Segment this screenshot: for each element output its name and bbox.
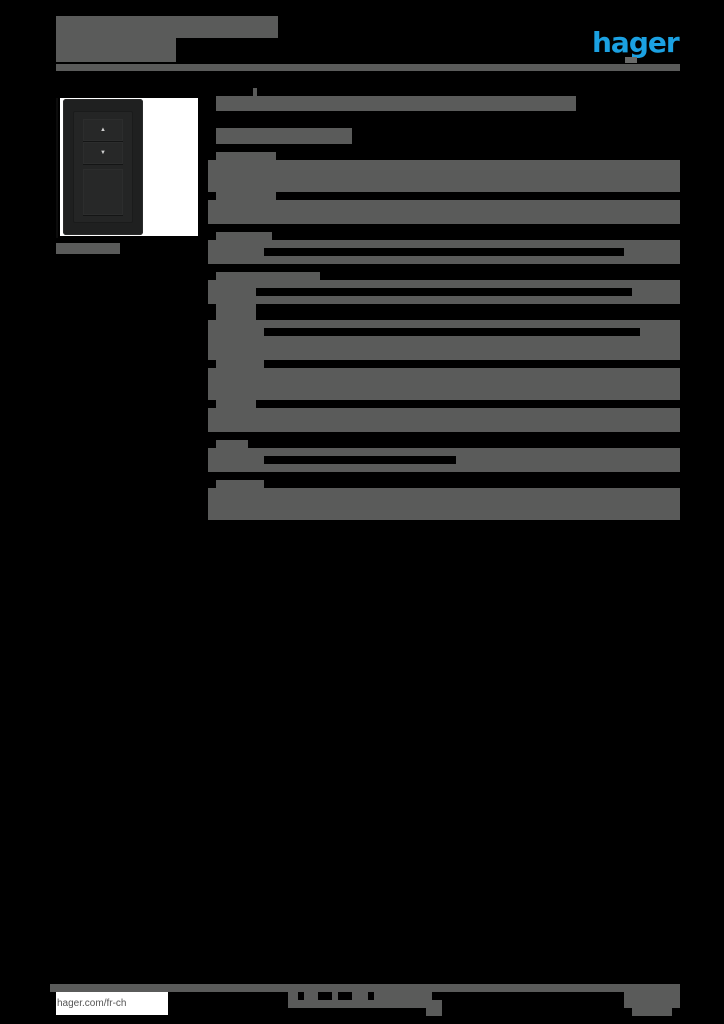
footer-website-link[interactable]: hager.com/fr-ch	[56, 992, 168, 1015]
spec-row	[208, 200, 680, 224]
section-label	[216, 360, 264, 370]
footer-word-gap	[338, 992, 352, 1000]
footer-word-gap	[318, 992, 332, 1000]
switch-plate: ▲ ▼	[63, 99, 143, 235]
image-frame-edge	[56, 98, 58, 238]
section-label	[216, 152, 276, 162]
row-gap	[264, 328, 640, 336]
section-label	[216, 400, 256, 410]
rocker-up: ▲	[83, 119, 123, 141]
product-heading-ascender	[253, 88, 257, 96]
section-label	[216, 190, 276, 200]
footer-center-text	[288, 992, 432, 1008]
spec-row	[208, 488, 680, 520]
section-label	[216, 304, 256, 320]
spec-row	[208, 160, 680, 192]
product-caption	[56, 243, 120, 254]
spec-row	[208, 368, 680, 400]
spec-row	[208, 320, 680, 360]
product-heading	[216, 96, 576, 111]
section-label	[216, 480, 264, 490]
document-title-line2	[56, 38, 176, 52]
push-button	[83, 169, 123, 215]
section-label	[216, 440, 248, 450]
footer-page-number	[632, 1008, 672, 1016]
footer-word-gap	[368, 992, 374, 1000]
arrow-down-icon: ▼	[100, 150, 106, 156]
row-gap	[256, 288, 632, 296]
logo-accent	[625, 57, 637, 63]
document-subtitle	[56, 52, 176, 62]
rocker-down: ▼	[83, 142, 123, 164]
hager-logo: hager	[592, 26, 680, 59]
footer-word-gap	[298, 992, 304, 1000]
section-label	[216, 232, 272, 242]
section-label	[216, 272, 320, 282]
row-gap	[264, 456, 456, 464]
footer-center-tail	[426, 1000, 442, 1016]
product-image: ▲ ▼	[60, 98, 198, 236]
document-title	[56, 16, 278, 38]
arrow-up-icon: ▲	[100, 127, 106, 133]
footer-divider	[50, 984, 680, 992]
footer-page-info	[624, 992, 680, 1008]
switch-insert: ▲ ▼	[73, 111, 133, 223]
header-divider	[56, 64, 680, 71]
product-subheading	[216, 128, 352, 144]
spec-row	[208, 408, 680, 432]
row-gap	[264, 248, 624, 256]
